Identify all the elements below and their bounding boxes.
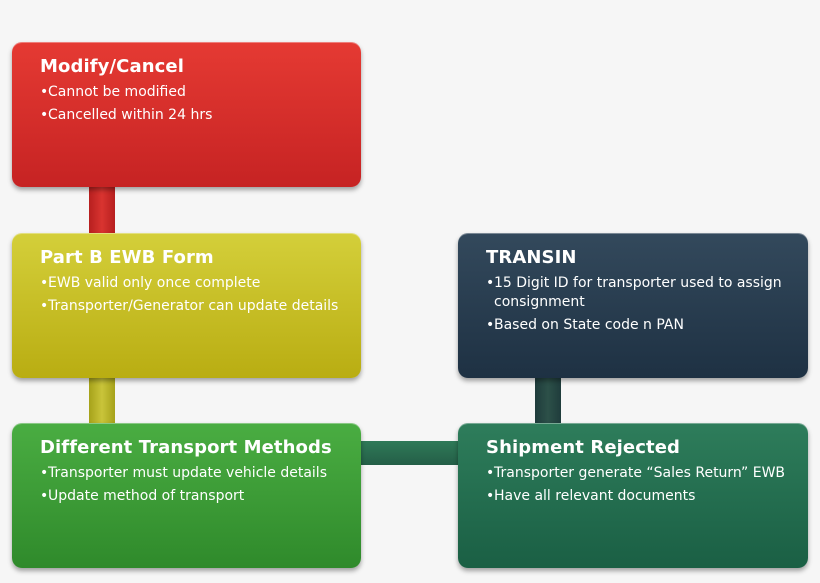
list-item: Transporter/Generator can update details [40, 297, 343, 316]
box-list: Cannot be modified Cancelled within 24 h… [40, 83, 343, 125]
box-title: Different Transport Methods [40, 437, 332, 458]
connector-transport-shipment [355, 441, 465, 465]
list-item: Transporter generate “Sales Return” EWB [486, 464, 790, 483]
list-item: Based on State code n PAN [486, 316, 790, 335]
list-item: Cannot be modified [40, 83, 343, 102]
list-item: 15 Digit ID for transporter used to assi… [486, 274, 790, 312]
connector-transin-shipment [535, 370, 561, 430]
box-list: 15 Digit ID for transporter used to assi… [486, 274, 790, 335]
box-list: EWB valid only once complete Transporter… [40, 274, 343, 316]
box-title: Modify/Cancel [40, 56, 184, 77]
connector-partb-transport [89, 370, 115, 430]
modify-cancel-box: Modify/Cancel Cannot be modified Cancell… [12, 42, 361, 187]
box-title: Shipment Rejected [486, 437, 680, 458]
transin-box: TRANSIN 15 Digit ID for transporter used… [458, 233, 808, 378]
list-item: Update method of transport [40, 487, 343, 506]
list-item: EWB valid only once complete [40, 274, 343, 293]
box-title: Part B EWB Form [40, 247, 214, 268]
transport-methods-box: Different Transport Methods Transporter … [12, 423, 361, 568]
list-item: Cancelled within 24 hrs [40, 106, 343, 125]
part-b-ewb-form-box: Part B EWB Form EWB valid only once comp… [12, 233, 361, 378]
list-item: Have all relevant documents [486, 487, 790, 506]
connector-modify-partb [89, 180, 115, 240]
box-list: Transporter must update vehicle details … [40, 464, 343, 506]
shipment-rejected-box: Shipment Rejected Transporter generate “… [458, 423, 808, 568]
box-title: TRANSIN [486, 247, 577, 268]
box-list: Transporter generate “Sales Return” EWB … [486, 464, 790, 506]
list-item: Transporter must update vehicle details [40, 464, 343, 483]
